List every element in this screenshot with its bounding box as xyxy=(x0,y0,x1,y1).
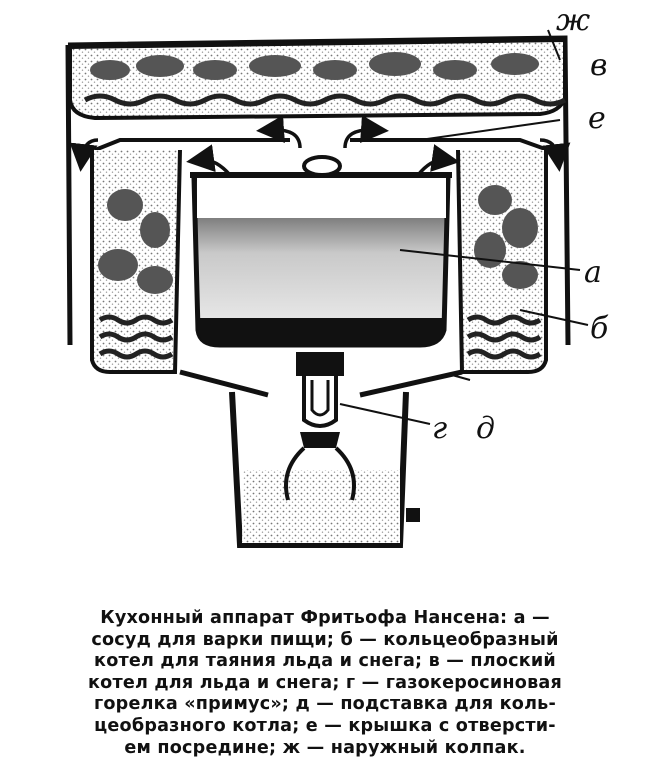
nansen-cooker-diagram: ж в е а б г д xyxy=(65,3,609,548)
flat-ice-kettle xyxy=(68,37,567,121)
label-v: в xyxy=(590,48,607,83)
leader-lines xyxy=(339,29,589,425)
caption-line: горелка «примус»; д — подставка для коль… xyxy=(93,694,556,715)
lid-with-center-hole xyxy=(94,138,549,152)
cooking-pot xyxy=(190,155,452,348)
label-d: д xyxy=(476,411,495,446)
label-b: б xyxy=(590,311,609,346)
figure-caption: Кухонный аппарат Фритьофа Нансена: а — с… xyxy=(14,608,636,759)
caption-line: сосуд для варки пищи; б — кольцеобразный xyxy=(91,629,559,650)
label-a: а xyxy=(584,255,602,290)
stand xyxy=(179,369,463,548)
label-e: е xyxy=(588,101,606,136)
caption-line: ем посредине; ж — наружный колпак. xyxy=(124,737,526,758)
label-g: г xyxy=(432,411,447,446)
caption-line: котел для таяния льда и снега; в — плоск… xyxy=(94,651,556,672)
caption-line: цеобразного котла; е — крышка с отверсти… xyxy=(94,715,556,736)
label-zh: ж xyxy=(556,3,590,38)
right-annular-kettle xyxy=(456,149,548,374)
left-annular-kettle xyxy=(90,149,182,374)
primus-burner xyxy=(284,352,356,501)
caption-line: Кухонный аппарат Фритьофа Нансена: а — xyxy=(100,608,550,628)
caption-line: котел для льда и снега; г — газокеросино… xyxy=(88,672,562,693)
